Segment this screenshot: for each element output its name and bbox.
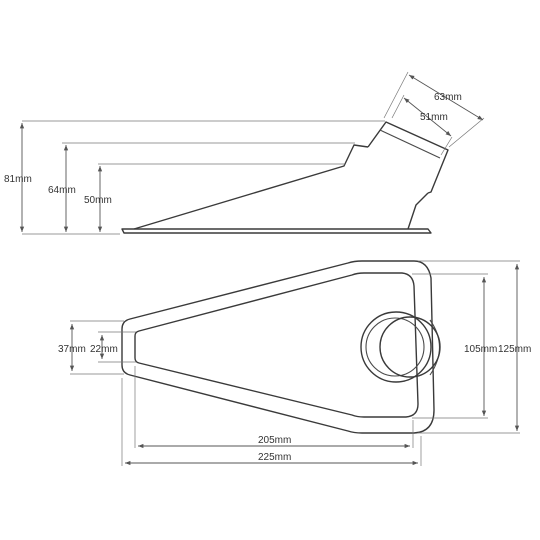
label-105mm: 105mm <box>464 344 497 355</box>
dim-line-63 <box>408 74 484 121</box>
side-body-outline <box>133 144 369 230</box>
plan-outer-outline <box>121 260 435 434</box>
label-225mm: 225mm <box>258 452 291 463</box>
side-body-front <box>407 192 429 230</box>
side-outlet-tube <box>367 121 449 194</box>
label-37mm: 37mm <box>58 344 86 355</box>
plan-inner-outline <box>134 272 419 418</box>
dim-line-51 <box>403 97 452 137</box>
plan-outlet-inner-circle <box>365 317 425 377</box>
label-51mm: 51mm <box>420 112 448 123</box>
ext-outlet-51b <box>440 136 453 156</box>
side-base-plate <box>121 228 432 234</box>
label-125mm: 125mm <box>498 344 531 355</box>
label-63mm: 63mm <box>434 92 462 103</box>
plan-view: 105mm 125mm 205mm 225mm 37mm 22mm <box>58 260 531 466</box>
label-50mm: 50mm <box>84 195 112 206</box>
side-outlet-edge <box>379 129 441 159</box>
label-64mm: 64mm <box>48 185 76 196</box>
ext-outlet-63a <box>383 71 409 119</box>
side-view: 81mm 64mm 50mm 63mm 51mm <box>4 71 485 235</box>
plan-outlet-outer-circle <box>360 311 432 383</box>
ext-outlet-51a <box>391 94 405 119</box>
plan-outlet-bore <box>379 316 441 378</box>
label-81mm: 81mm <box>4 174 32 185</box>
label-22mm: 22mm <box>90 344 118 355</box>
label-205mm: 205mm <box>258 435 291 446</box>
ext-outlet-63b <box>448 117 485 148</box>
